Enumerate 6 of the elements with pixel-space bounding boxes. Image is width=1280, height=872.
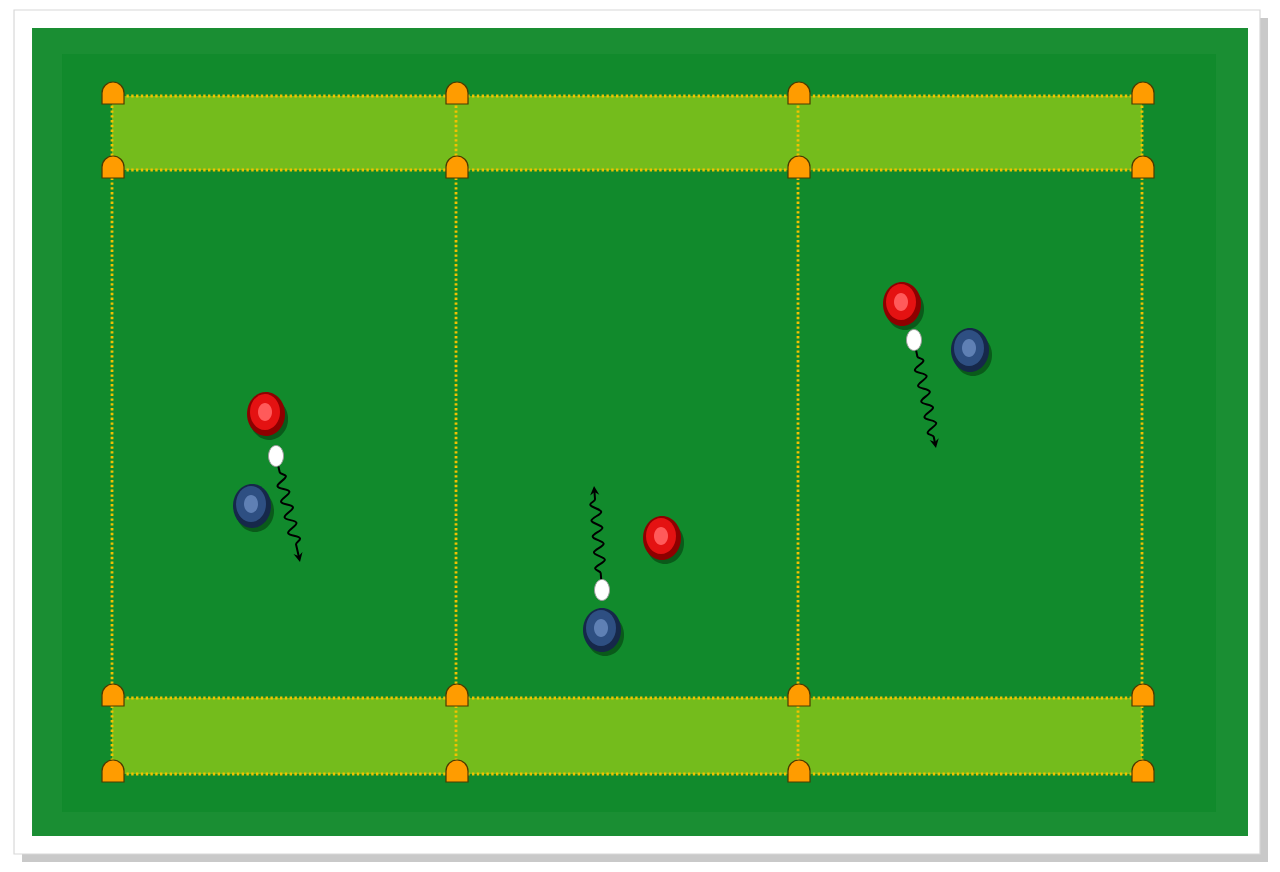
- dribble-arrow: [589, 486, 606, 581]
- dribble-arrow: [276, 465, 303, 562]
- ball: [906, 329, 922, 351]
- dribble-arrow: [913, 349, 939, 448]
- ball: [594, 579, 610, 601]
- ball: [268, 445, 284, 467]
